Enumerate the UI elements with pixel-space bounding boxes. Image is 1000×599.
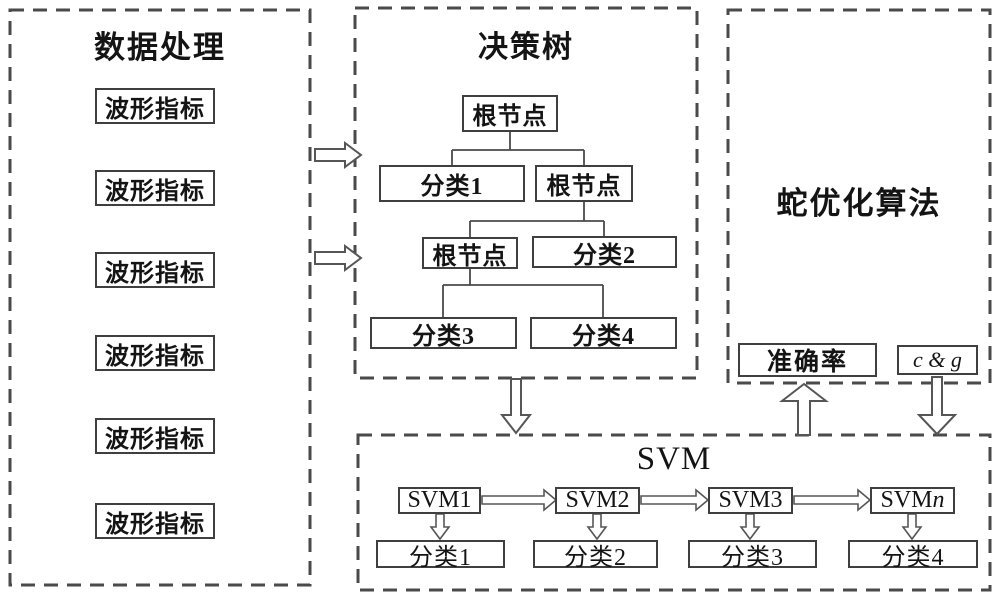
waveform-indicator-box-1: 波形指标 <box>95 88 215 124</box>
cg-parameters-box: c & g <box>897 345 978 375</box>
svm3-label: SVM <box>718 487 771 513</box>
tree-class2-node: 分类2 <box>532 236 677 269</box>
tree-root-node: 根节点 <box>462 95 558 132</box>
svm-output-class3-box: 分类3 <box>688 540 817 571</box>
snake-optimizer-title: 蛇优化算法 <box>776 186 942 221</box>
arrow-data-to-tree-2-icon <box>314 244 363 272</box>
tree-connector-lines <box>442 132 605 317</box>
svm-title: SVM <box>636 441 712 477</box>
data-processing-panel: 数据处理 波形指标 波形指标 波形指标 波形指标 波形指标 波形指标 <box>10 10 310 585</box>
svm-panel-border <box>356 433 992 592</box>
waveform-indicator-box-4: 波形指标 <box>95 335 215 371</box>
waveform-indicator-box-3: 波形指标 <box>95 252 215 288</box>
tree-root-node-2: 根节点 <box>535 165 633 202</box>
decision-tree-panel: 决策树 根节点 分类1 根节点 根节点 分类2 分类3 分类4 <box>355 8 697 378</box>
arrow-cg-to-svm-icon <box>916 376 958 436</box>
arrow-data-to-tree-1-icon <box>314 141 363 169</box>
arrow-svm1-to-svm2-icon <box>481 488 558 512</box>
data-processing-title: 数据处理 <box>94 30 226 65</box>
accuracy-box: 准确率 <box>738 343 877 377</box>
svm2-index: 2 <box>617 487 630 513</box>
svm-output-class2-box: 分类2 <box>533 540 658 571</box>
arrow-svm3-to-svmn-icon <box>793 488 872 512</box>
arrow-svmn-to-class4-icon <box>901 513 923 541</box>
svm1-index: 1 <box>459 487 472 513</box>
tree-class1-node: 分类1 <box>379 165 525 202</box>
svm-output-class4-box: 分类4 <box>848 540 978 571</box>
waveform-indicator-box-5: 波形指标 <box>95 418 215 454</box>
decision-tree-title: 决策树 <box>478 31 574 64</box>
arrow-svm3-to-class3-icon <box>739 513 761 541</box>
snake-optimizer-panel-border <box>726 8 992 385</box>
arrow-svm2-to-class2-icon <box>586 513 608 541</box>
data-processing-panel-border <box>8 8 312 587</box>
snake-optimizer-panel: 蛇优化算法 准确率 c & g <box>728 10 990 383</box>
arrow-svm1-to-class1-icon <box>429 513 451 541</box>
svmn-label: SVM <box>880 487 933 513</box>
svm-output-class1-box: 分类1 <box>376 540 505 571</box>
svm3-index: 3 <box>770 487 783 513</box>
tree-class4-node: 分类4 <box>530 317 677 350</box>
tree-class3-node: 分类3 <box>370 317 517 350</box>
svm2-label: SVM <box>565 487 618 513</box>
svm1-label: SVM <box>407 487 460 513</box>
arrow-tree-to-svm-icon <box>499 378 533 435</box>
svmn-index: n <box>932 487 945 513</box>
waveform-indicator-box-6: 波形指标 <box>95 503 215 539</box>
waveform-indicator-box-2: 波形指标 <box>95 170 215 206</box>
arrow-svm-to-accuracy-icon <box>779 382 829 436</box>
tree-root-node-3: 根节点 <box>422 237 518 270</box>
decision-tree-panel-border <box>353 6 699 380</box>
arrow-svm2-to-svm3-icon <box>640 488 710 512</box>
